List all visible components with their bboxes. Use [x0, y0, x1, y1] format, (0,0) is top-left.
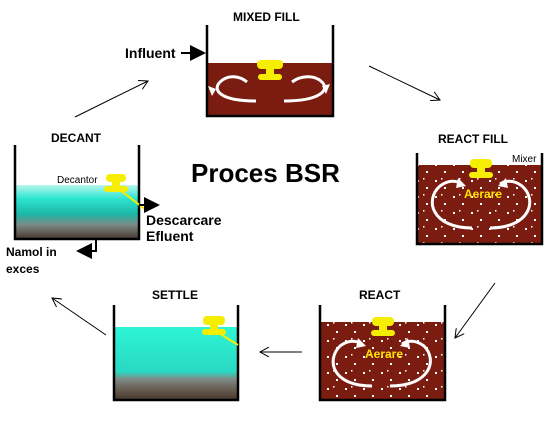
- effluent-discharge-line2: Efluent: [146, 228, 194, 244]
- tank-wall: [205, 25, 335, 118]
- tank-decant: [13, 145, 160, 259]
- decanter-icon: [202, 316, 226, 335]
- effluent-discharge-label: Descarcare Efluent: [146, 212, 222, 244]
- stage-label-decant: DECANT: [51, 131, 101, 145]
- circulation-arrow: [331, 339, 373, 388]
- water-layers: [16, 185, 138, 238]
- stage-label-react-fill: REACT FILL: [438, 132, 508, 146]
- tank-wall: [318, 305, 447, 402]
- circulation-arrow: [430, 179, 473, 230]
- decanter-icon: [104, 174, 128, 192]
- circulation-arrow: [283, 75, 326, 103]
- excess-sludge-label: Namol in exces: [6, 244, 57, 278]
- aeration-label: Aerare: [464, 187, 503, 201]
- circulation-arrow: [215, 75, 257, 103]
- excess-sludge-line2: exces: [6, 262, 40, 276]
- mixer-icon: [257, 60, 283, 80]
- sludge-outlet-arrow: [76, 239, 97, 259]
- tank-wall: [13, 145, 141, 241]
- mixer-icon: [469, 159, 493, 178]
- mixer-icon: [371, 317, 395, 336]
- stage-label-settle: SETTLE: [152, 288, 199, 302]
- tank-react: [318, 305, 447, 402]
- excess-sludge-line1: Namol in: [6, 245, 57, 259]
- decantor-label: Decantor: [57, 175, 98, 186]
- tank-mixed-fill: [205, 25, 335, 118]
- stage-label-react: REACT: [359, 288, 401, 302]
- influent-label: Influent: [125, 45, 176, 61]
- mixer-label: Mixer: [512, 154, 537, 165]
- effluent-discharge-line1: Descarcare: [146, 212, 222, 228]
- stage-label-mixed-fill: MIXED FILL: [233, 10, 300, 24]
- cycle-arrow-5: [74, 81, 148, 118]
- tank-settle: [112, 305, 240, 402]
- cycle-arrow-2: [455, 282, 496, 338]
- cycle-arrow-1: [368, 65, 440, 100]
- water-layers: [115, 327, 237, 399]
- tank-wall: [415, 153, 544, 246]
- aeration-label: Aerare: [365, 347, 404, 361]
- diagram-title: Proces BSR: [191, 158, 340, 188]
- cycle-arrow-4: [52, 298, 107, 336]
- tank-react-fill: [415, 153, 544, 246]
- tank-wall: [112, 305, 240, 402]
